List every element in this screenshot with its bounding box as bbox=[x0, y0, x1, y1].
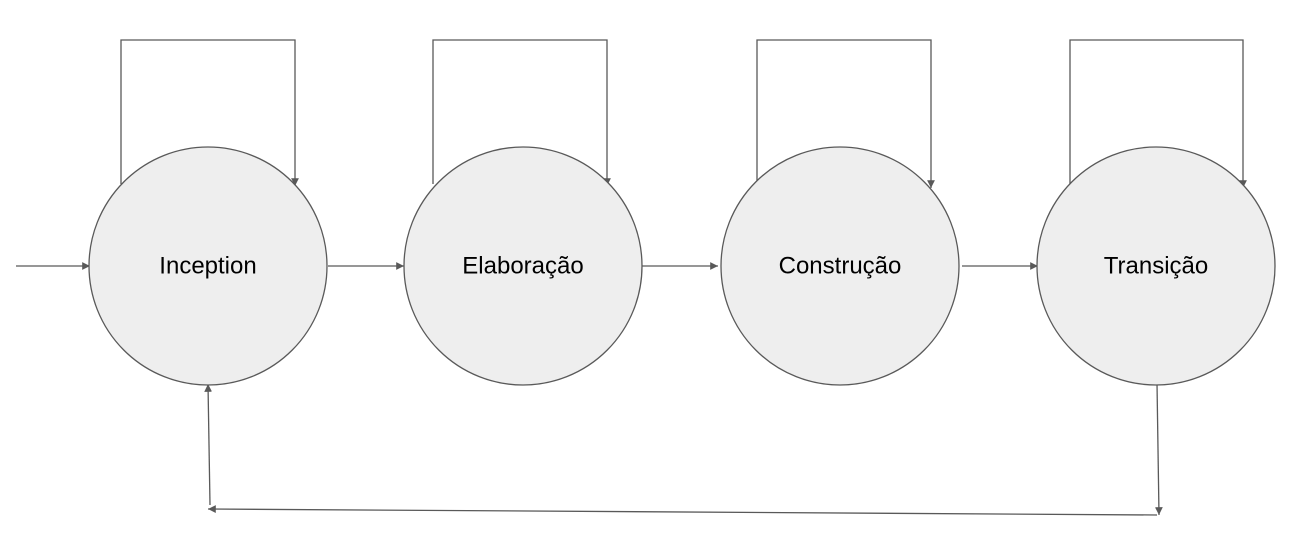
phase-inception: Inception bbox=[88, 146, 328, 386]
feedback-up-arrow bbox=[204, 383, 213, 506]
phase-label-construcao: Construção bbox=[779, 253, 902, 280]
feedback-return-arrow bbox=[207, 505, 1158, 516]
phase-label-inception: Inception bbox=[159, 253, 256, 280]
feedback-down-arrow bbox=[1154, 382, 1163, 516]
self-loop-transicao bbox=[1069, 39, 1247, 188]
phase-construcao: Construção bbox=[720, 146, 960, 386]
self-loop-elaboracao bbox=[432, 39, 611, 186]
phase-circle bbox=[1036, 146, 1276, 386]
phase-label-transicao: Transição bbox=[1104, 253, 1208, 280]
phase-circle bbox=[403, 146, 643, 386]
phase-circle bbox=[88, 146, 328, 386]
self-loop-inception bbox=[120, 39, 299, 186]
phase-label-elaboracao: Elaboração bbox=[462, 253, 583, 280]
phase-transicao: Transição bbox=[1036, 146, 1276, 386]
phase-circle bbox=[720, 146, 960, 386]
phase-elaboracao: Elaboração bbox=[403, 146, 643, 386]
self-loop-construcao bbox=[756, 39, 935, 188]
